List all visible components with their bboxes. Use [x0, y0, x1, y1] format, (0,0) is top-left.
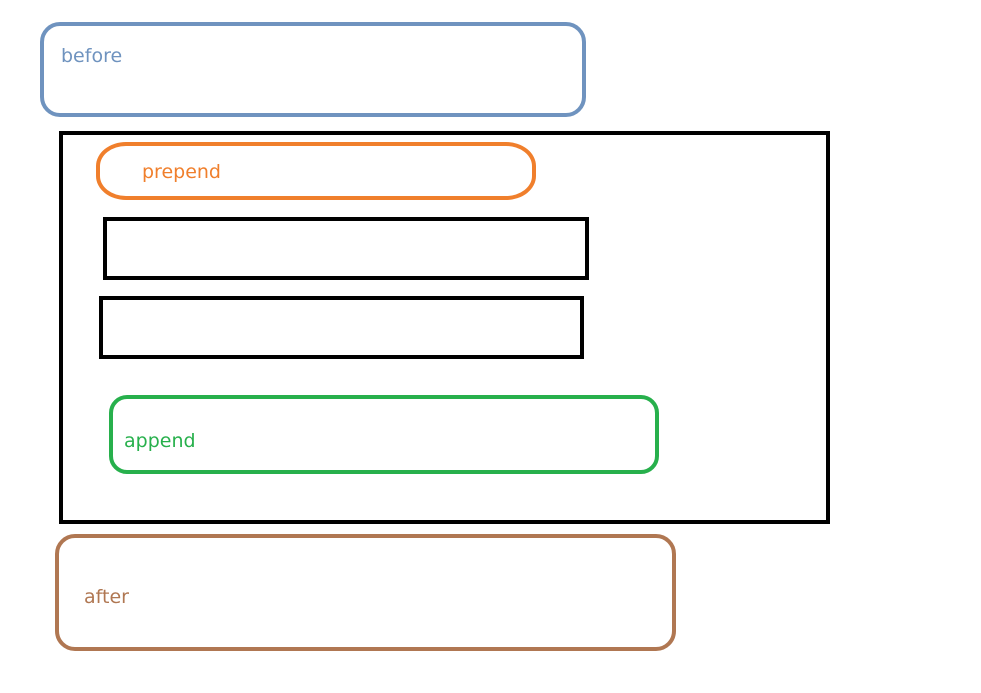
child-box-1 — [103, 217, 589, 280]
append-label: append — [124, 430, 196, 452]
prepend-box — [96, 142, 536, 200]
container-box — [59, 131, 830, 524]
prepend-label: prepend — [142, 161, 221, 183]
append-box — [109, 395, 659, 474]
child-box-2 — [99, 296, 584, 359]
before-label: before — [61, 45, 123, 67]
after-box — [55, 534, 676, 651]
after-label: after — [84, 586, 129, 608]
before-box — [40, 22, 586, 117]
